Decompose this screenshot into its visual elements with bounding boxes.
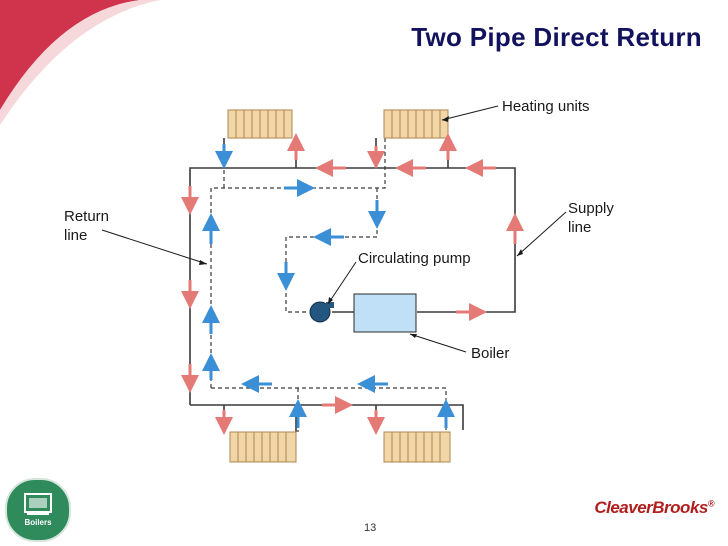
brand-mark: ® (707, 498, 715, 509)
corner-decoration-light (0, 0, 160, 125)
supply-flow-arrows (181, 133, 524, 435)
leader-supply-line (516, 211, 567, 257)
label-return-line: Return line (64, 208, 110, 244)
leader-heating-units (441, 105, 499, 121)
boilers-logo: Boilers (5, 478, 71, 542)
label-circulating-pump: Circulating pump (358, 250, 471, 267)
leader-boiler (409, 333, 467, 353)
return-flow-arrows (202, 144, 455, 428)
radiator-top-right (383, 109, 449, 139)
radiator-bottom-left (229, 431, 297, 463)
label-boiler: Boiler (471, 345, 510, 362)
circulating-pump (309, 301, 354, 323)
page-number: 13 (364, 522, 377, 534)
boiler-logo-icon (24, 493, 52, 515)
callout-lines (101, 105, 567, 353)
boiler (353, 293, 417, 333)
label-supply-line: Supply line (568, 200, 614, 236)
corner-decoration (0, 0, 140, 110)
leader-circulating-pump (327, 261, 357, 305)
radiator-top-left (227, 109, 293, 139)
brand-logo: CleaverBrooks® (594, 498, 714, 518)
leader-return-line (101, 229, 208, 265)
logo-label: Boilers (24, 518, 52, 527)
radiator-bottom-right (383, 431, 451, 463)
slide-title: Two Pipe Direct Return (411, 22, 702, 52)
brand-name: CleaverBrooks (594, 498, 708, 517)
label-heating-units: Heating units (502, 98, 590, 115)
